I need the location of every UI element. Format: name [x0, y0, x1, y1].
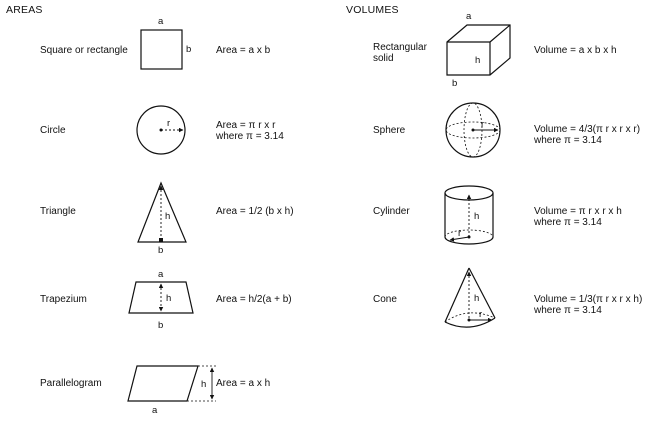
- sphere-figure: r: [445, 102, 501, 158]
- rect-solid-front-edges: [447, 41, 491, 75]
- cone-figure: h r: [444, 267, 496, 328]
- rect-solid-top-edge: [489, 24, 511, 43]
- trapezium-figure: a h b: [128, 269, 194, 331]
- cylinder-name: Cylinder: [373, 206, 410, 217]
- cone-label-r: r: [479, 309, 482, 320]
- trapezium-name: Trapezium: [40, 294, 87, 305]
- rect-solid-name-line2: solid: [373, 53, 394, 64]
- cylinder-bottom-back: [444, 229, 494, 238]
- triangle-figure: h b: [137, 181, 187, 256]
- parallelogram-label-h: h: [201, 379, 206, 390]
- cone-name: Cone: [373, 294, 397, 305]
- volumes-heading: VOLUMES: [346, 4, 399, 16]
- cylinder-radius-line: [449, 236, 470, 242]
- cylinder-label-r: r: [458, 228, 461, 239]
- triangle-label-b: b: [158, 245, 163, 256]
- rect-solid-figure: a h b: [446, 11, 511, 89]
- trapezium-label-h: h: [166, 293, 171, 304]
- sphere-name: Sphere: [373, 125, 406, 136]
- square-name: Square or rectangle: [40, 45, 128, 56]
- rect-solid-name-line1: Rectangular: [373, 42, 427, 53]
- circle-formula: Area = π r x r where π = 3.14: [216, 120, 284, 142]
- trapezium-formula: Area = h/2(a + b): [216, 294, 292, 305]
- parallelogram-label-a: a: [152, 405, 158, 416]
- cone-formula-line1: Volume = 1/3(π r x r x h): [534, 294, 643, 305]
- trapezium-shape: [128, 281, 194, 314]
- rect-solid-label-b: b: [452, 78, 457, 89]
- rect-solid-name: Rectangular solid: [373, 42, 427, 64]
- rect-solid-formula: Volume = a x b x h: [534, 45, 617, 56]
- circle-label-r: r: [167, 118, 170, 129]
- triangle-shape: [137, 181, 187, 243]
- sphere-formula: Volume = 4/3(π r x r x r) where π = 3.14: [534, 124, 640, 146]
- triangle-name: Triangle: [40, 206, 76, 217]
- triangle-label-h: h: [165, 211, 170, 222]
- square-shape: [140, 29, 183, 70]
- cylinder-top: [444, 185, 494, 201]
- sphere-equator: [445, 121, 501, 139]
- trapezium-label-b: b: [158, 320, 163, 331]
- circle-shape: [136, 105, 186, 155]
- circle-name: Circle: [40, 125, 66, 136]
- cylinder-centre: [467, 235, 471, 239]
- square-label-b: b: [186, 44, 191, 55]
- sphere-centre: [471, 128, 475, 132]
- sphere-formula-line2: where π = 3.14: [534, 135, 602, 146]
- square-formula: Area = a x b: [216, 45, 271, 56]
- cylinder-formula: Volume = π r x r x h where π = 3.14: [534, 206, 622, 228]
- areas-heading: AREAS: [6, 4, 43, 16]
- cone-left-side: [444, 267, 470, 323]
- rect-solid-label-a: a: [466, 11, 472, 22]
- cylinder-formula-line2: where π = 3.14: [534, 217, 602, 228]
- cylinder-bottom-front: [444, 236, 494, 245]
- parallelogram-figure: h a: [127, 365, 216, 416]
- rect-solid-label-h: h: [475, 55, 480, 66]
- square-figure: a b: [140, 16, 191, 70]
- cylinder-figure: h r: [444, 185, 494, 245]
- triangle-formula: Area = 1/2 (b x h): [216, 206, 294, 217]
- parallelogram-formula: Area = a x h: [216, 378, 271, 389]
- cylinder-label-h: h: [474, 211, 479, 222]
- parallelogram-name: Parallelogram: [40, 378, 102, 389]
- cone-formula: Volume = 1/3(π r x r x h) where π = 3.14: [534, 294, 642, 316]
- square-label-a: a: [158, 16, 164, 27]
- cone-centre: [467, 318, 471, 322]
- circle-formula-line1: Area = π r x r: [216, 120, 276, 131]
- rect-solid-outline: [446, 24, 511, 76]
- trapezium-label-a: a: [158, 269, 164, 280]
- triangle-right-angle: [159, 238, 163, 242]
- sphere-label-r: r: [481, 119, 484, 130]
- sphere-formula-line1: Volume = 4/3(π r x r x r): [534, 124, 641, 135]
- cone-label-h: h: [474, 293, 479, 304]
- cone-right-side: [468, 267, 496, 319]
- cylinder-formula-line1: Volume = π r x r x h: [534, 206, 622, 217]
- circle-formula-line2: where π = 3.14: [216, 131, 284, 142]
- circle-figure: r: [136, 105, 186, 155]
- parallelogram-shape: [127, 365, 199, 402]
- cone-formula-line2: where π = 3.14: [534, 305, 602, 316]
